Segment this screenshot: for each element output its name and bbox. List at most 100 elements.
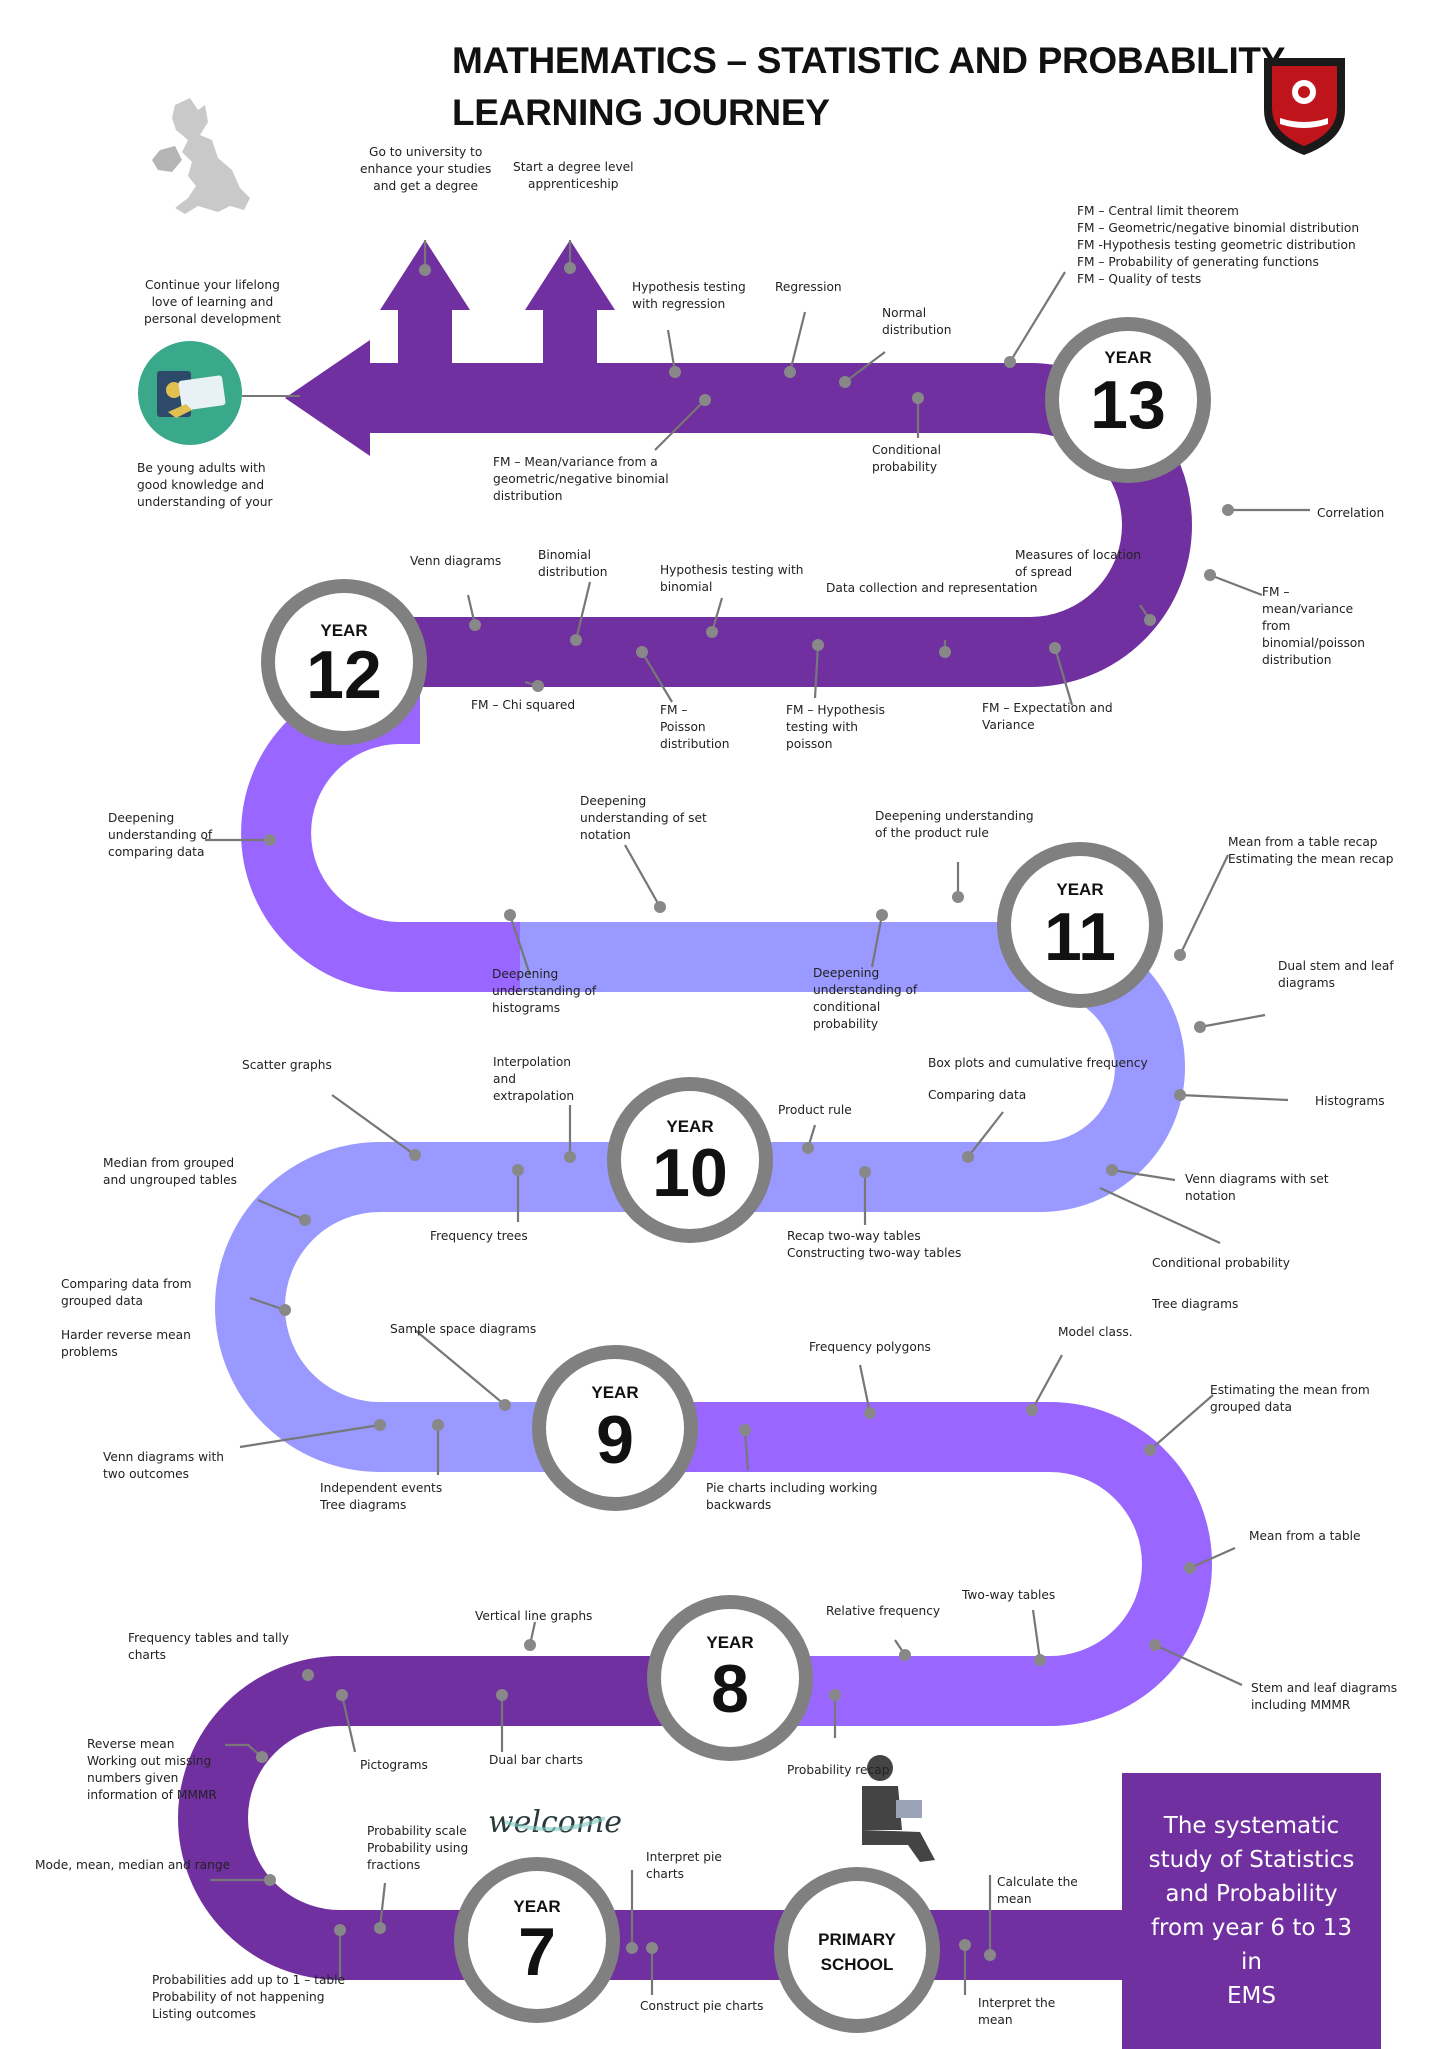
label-interpret-pie-charts: Interpret pie charts <box>646 1850 722 1881</box>
label-comparing-grouped-data: Comparing data from grouped data <box>61 1277 192 1308</box>
label-deepening-product-rule: Deepening understanding of the product r… <box>875 809 1034 840</box>
label-university: Go to university to enhance your studies… <box>360 145 492 193</box>
stage-caption: YEAR <box>706 1633 753 1652</box>
reading-student-icon <box>862 1755 935 1862</box>
label-hypothesis-binomial: Hypothesis testing with binomial <box>660 563 804 594</box>
label-data-collection: Data collection and representation <box>826 581 1038 595</box>
stage-caption: YEAR <box>591 1383 638 1402</box>
label-product-rule: Product rule <box>778 1103 852 1117</box>
label-deepening-conditional-probability: Deepening understanding of conditional p… <box>813 966 918 1031</box>
label-dual-bar-charts: Dual bar charts <box>489 1753 583 1767</box>
label-hypothesis-regression: Hypothesis testing with regression <box>632 280 746 311</box>
stage-caption: YEAR <box>320 621 367 640</box>
stage-number: 10 <box>652 1135 728 1211</box>
label-frequency-polygons: Frequency polygons <box>809 1340 931 1354</box>
label-estimating-mean-grouped: Estimating the mean from grouped data <box>1210 1383 1370 1414</box>
label-histograms: Histograms <box>1315 1094 1385 1108</box>
label-relative-frequency: Relative frequency <box>826 1604 941 1618</box>
stage-number: 7 <box>518 1914 556 1990</box>
label-harder-reverse-mean: Harder reverse mean problems <box>61 1328 191 1359</box>
label-dual-stem-leaf: Dual stem and leaf diagrams <box>1278 959 1394 990</box>
stage-number: 12 <box>306 637 382 713</box>
label-scatter-graphs: Scatter graphs <box>242 1058 332 1072</box>
label-conditional-probability-y13: Conditional probability <box>872 443 942 474</box>
stage-number: 8 <box>711 1651 749 1727</box>
stage-primary-school: PRIMARY SCHOOL <box>774 1867 940 2033</box>
label-apprenticeship: Start a degree level apprenticeship <box>513 160 634 191</box>
road-arrow-head <box>285 340 370 456</box>
label-young-adults: Be young adults with good knowledge and … <box>137 461 273 509</box>
label-regression: Regression <box>775 280 842 294</box>
welcome-sign-icon: welcome <box>488 1805 622 1840</box>
stage-year-11: YEAR 11 <box>997 842 1163 1008</box>
road-segment-primary-to-year8 <box>178 1656 1122 1980</box>
label-two-way-tables: Two-way tables <box>962 1588 1056 1602</box>
stage-number: 13 <box>1090 367 1166 443</box>
stage-caption: YEAR <box>1056 880 1103 899</box>
label-conditional-probability: Conditional probability <box>1152 1256 1290 1270</box>
label-interpolation: Interpolation and extrapolation <box>493 1055 575 1103</box>
label-normal-distribution: Normal distribution <box>882 306 952 337</box>
label-probabilities-add-up: Probabilities add up to 1 – table Probab… <box>152 1973 346 2021</box>
page-title-line-2: LEARNING JOURNEY <box>452 92 830 133</box>
label-calculate-mean: Calculate the mean <box>997 1875 1078 1906</box>
label-two-way-tables-recap: Recap two-way tables Constructing two-wa… <box>787 1229 962 1260</box>
label-venn-two-outcomes: Venn diagrams with two outcomes <box>103 1450 224 1481</box>
label-tree-diagrams: Tree diagrams <box>1152 1297 1239 1311</box>
label-fm-y13-topics: FM – Central limit theorem FM – Geometri… <box>1077 204 1360 286</box>
label-median-grouped: Median from grouped and ungrouped tables <box>103 1156 237 1187</box>
label-deepening-histograms: Deepening understanding of histograms <box>492 967 597 1015</box>
label-comparing-data: Comparing data <box>928 1088 1027 1102</box>
label-venn-diagrams: Venn diagrams <box>410 554 502 568</box>
stage-year-8: YEAR 8 <box>647 1595 813 1761</box>
label-probability-recap: Probability recap <box>787 1763 890 1777</box>
road-segment-year12-to-year13 <box>390 363 1192 687</box>
label-deepening-comparing-data: Deepening understanding of comparing dat… <box>108 811 213 859</box>
label-mean-from-table: Mean from a table <box>1249 1529 1361 1543</box>
label-probability-scale: Probability scale Probability using frac… <box>367 1824 469 1872</box>
label-fm-expectation-variance: FM – Expectation and Variance <box>982 701 1113 732</box>
uk-map-icon <box>152 98 250 214</box>
label-mean-table-recap: Mean from a table recap Estimating the m… <box>1228 835 1394 866</box>
stage-number: SCHOOL <box>821 1955 894 1974</box>
label-deepening-set-notation: Deepening understanding of set notation <box>580 794 707 842</box>
label-fm-chi-squared: FM – Chi squared <box>471 698 576 712</box>
stage-caption: YEAR <box>1104 348 1151 367</box>
road-segment-year9-to-year10 <box>215 922 1185 1472</box>
label-venn-set-notation: Venn diagrams with set notation <box>1185 1172 1329 1203</box>
stage-caption: PRIMARY <box>818 1930 896 1949</box>
apprenticeship-arrow <box>525 240 615 370</box>
pointer-lines <box>205 240 1310 1995</box>
stage-year-10: YEAR 10 <box>607 1077 773 1243</box>
label-stem-leaf-mmmr: Stem and leaf diagrams including MMMR <box>1251 1681 1398 1712</box>
label-fm-mean-variance-geometric: FM – Mean/variance from a geometric/nega… <box>493 455 669 503</box>
page-title-line-1: MATHEMATICS – STATISTIC AND PROBABILITY <box>452 40 1286 81</box>
label-lifelong-learning: Continue your lifelong love of learning … <box>144 278 281 326</box>
stage-caption: YEAR <box>513 1897 560 1916</box>
label-reverse-mean-mmmr: Reverse mean Working out missing numbers… <box>87 1737 217 1802</box>
label-binomial-distribution: Binomial distribution <box>538 548 608 579</box>
stage-year-12: YEAR 12 <box>261 579 427 745</box>
stage-caption: YEAR <box>666 1117 713 1136</box>
label-fm-poisson-distribution: FM – Poisson distribution <box>660 703 730 751</box>
school-crest-icon <box>1264 58 1345 155</box>
label-pictograms: Pictograms <box>360 1758 428 1772</box>
label-model-class: Model class. <box>1058 1325 1133 1339</box>
label-construct-pie-charts: Construct pie charts <box>640 1999 764 2013</box>
label-vertical-line-graphs: Vertical line graphs <box>475 1609 593 1623</box>
stage-year-7: YEAR 7 <box>454 1857 620 2023</box>
road-segment-year11-to-year12 <box>241 674 520 992</box>
label-box-plots: Box plots and cumulative frequency <box>928 1056 1148 1070</box>
label-fm-hypothesis-poisson: FM – Hypothesis testing with poisson <box>786 703 886 751</box>
label-sample-space: Sample space diagrams <box>390 1322 537 1336</box>
label-correlation: Correlation <box>1317 506 1385 520</box>
passport-icon <box>138 341 242 445</box>
label-frequency-tables-tally: Frequency tables and tally charts <box>128 1631 289 1662</box>
label-mode-mean-median-range: Mode, mean, median and range <box>35 1858 231 1872</box>
label-independent-events: Independent events Tree diagrams <box>320 1481 443 1512</box>
stage-year-9: YEAR 9 <box>532 1345 698 1511</box>
stage-number: 9 <box>596 1402 634 1478</box>
label-interpret-mean: Interpret the mean <box>978 1996 1056 2027</box>
